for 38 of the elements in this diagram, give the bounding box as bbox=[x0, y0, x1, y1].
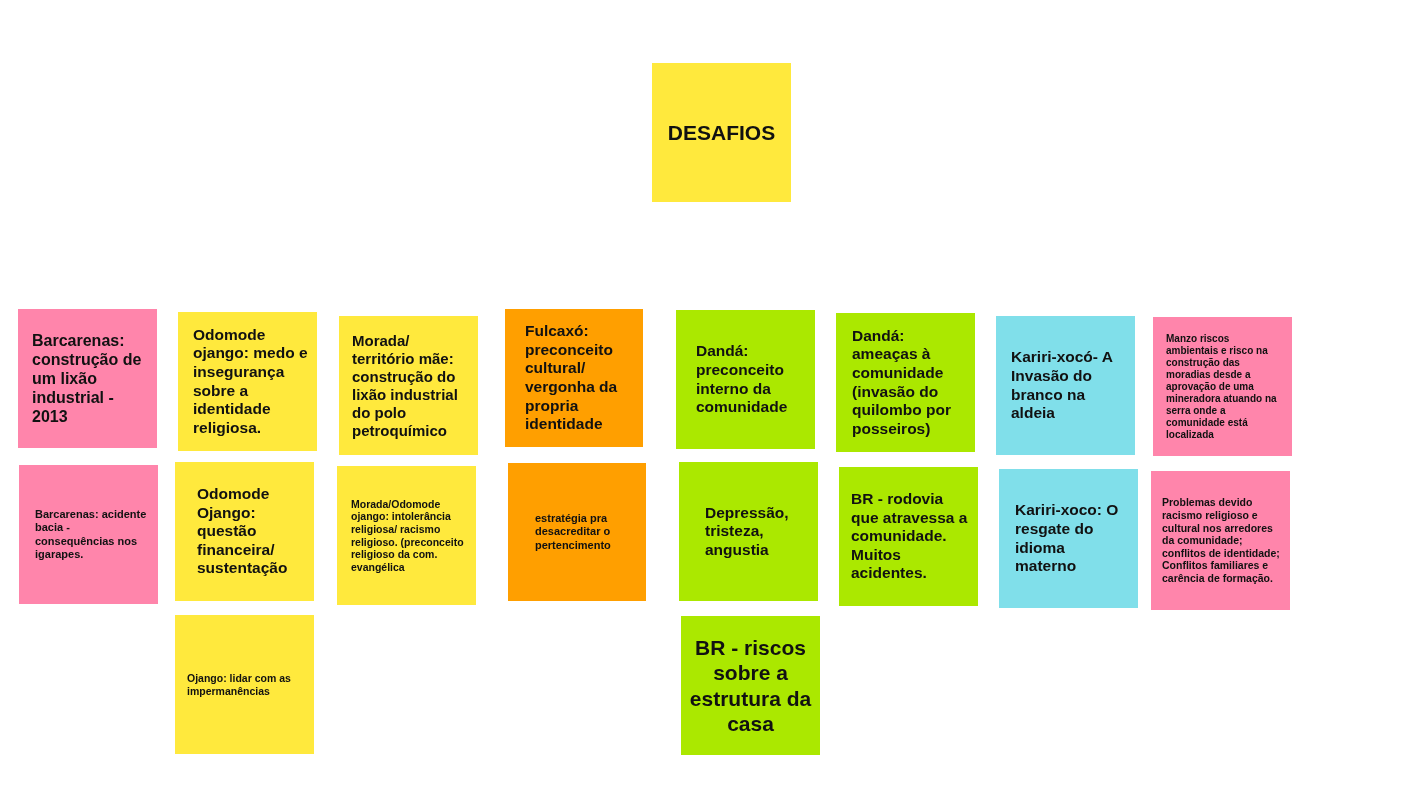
note-text: BR - riscos sobre a estrutura da casa bbox=[689, 635, 812, 736]
sticky-note bbox=[508, 463, 646, 601]
note-text: Ojango: lidar com as impermanências bbox=[187, 671, 292, 698]
note-text: Kariri-xocó- A Invasão do branco na aldeia bbox=[1011, 348, 1114, 423]
note-text: Kariri-xoco: O resgate do idioma materno bbox=[1015, 501, 1120, 576]
sticky-note bbox=[996, 316, 1135, 455]
sticky-note bbox=[337, 466, 476, 605]
sticky-note bbox=[836, 313, 975, 452]
note-text: Morada/ território mãe: construção do lixão industrial do polo petroquímico bbox=[352, 331, 459, 440]
note-text: Odomode Ojango: questão financeira/ sustentação bbox=[197, 485, 289, 578]
sticky-note bbox=[652, 63, 791, 202]
note-text: BR - rodovia que atravessa a comunidade. Muitos acidentes. bbox=[851, 490, 969, 583]
note-text: Morada/Odomode ojango: intolerância religiosa/ racismo religioso. (preconceito religioso da com. evangélica bbox=[351, 497, 465, 574]
note-text: Manzo riscos ambientais e risco na construção das moradias desde a aprovação de uma mineradora atuando na serra onde a comunidade está localizada bbox=[1166, 332, 1278, 441]
sticky-note bbox=[999, 469, 1138, 608]
note-text: Odomode ojango: medo e insegurança sobre a identidade religiosa. bbox=[193, 325, 309, 438]
sticky-note bbox=[18, 309, 157, 448]
sticky-note bbox=[178, 312, 317, 451]
note-text: Barcarenas: acidente bacia - consequências nos igarapes. bbox=[35, 508, 148, 561]
sticky-note bbox=[839, 467, 978, 606]
note-text: Dandá: preconceito interno da comunidade bbox=[696, 342, 789, 417]
note-text: Depressão, tristeza, angustia bbox=[705, 503, 790, 560]
note-text: Barcarenas: construção de um lixão industrial - 2013 bbox=[32, 330, 143, 427]
sticky-note bbox=[1151, 471, 1290, 610]
note-text: estratégia pra desacreditar o pertencimento bbox=[535, 512, 612, 552]
note-text: Fulcaxó: preconceito cultural/ vergonha da propria identidade bbox=[525, 322, 619, 434]
sticky-note bbox=[339, 316, 478, 455]
sticky-note bbox=[1153, 317, 1292, 456]
sticky-note bbox=[19, 465, 158, 604]
note-text: Dandá: ameaças à comunidade (invasão do quilombo por posseiros) bbox=[852, 326, 952, 439]
sticky-note bbox=[505, 309, 643, 447]
sticky-note bbox=[175, 462, 314, 601]
note-text: DESAFIOS bbox=[666, 119, 777, 146]
note-text: Problemas devido racismo religioso e cultural nos arredores da comunidade; conflitos de identidade; Conflitos familiares e carência de formação. bbox=[1162, 496, 1281, 585]
sticky-note bbox=[676, 310, 815, 449]
sticky-note bbox=[681, 616, 820, 755]
sticky-note bbox=[679, 462, 818, 601]
sticky-note bbox=[175, 615, 314, 754]
